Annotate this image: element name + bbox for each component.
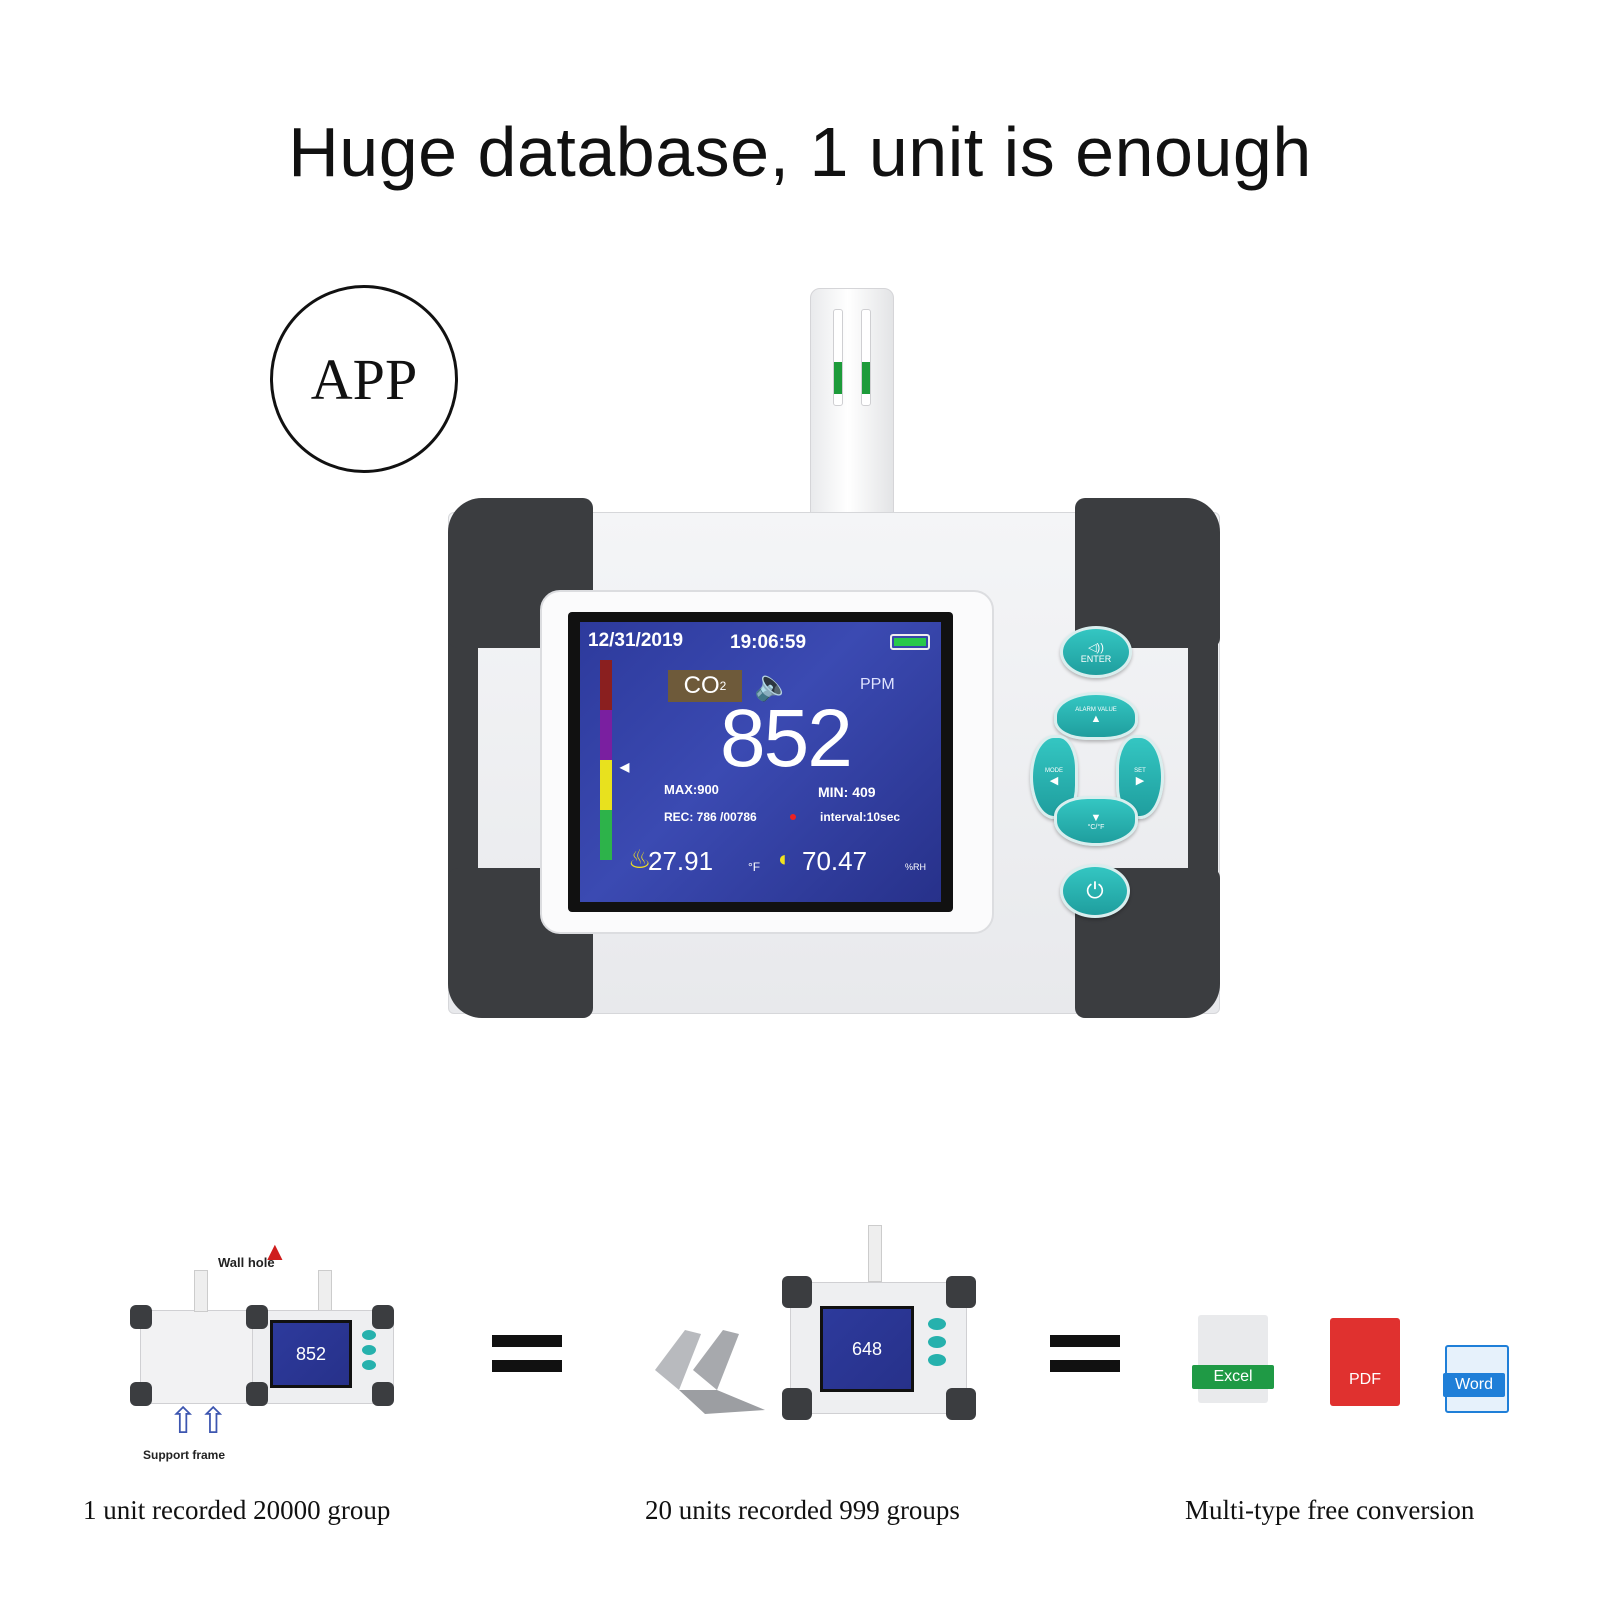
scale-segment [600,710,612,760]
support-arrows-icon: ⇧⇧ [168,1400,229,1441]
equals-icon [492,1360,562,1372]
mini-bumper [130,1305,152,1329]
level-scale [600,660,612,860]
lcd-max: MAX:900 [664,782,719,797]
scale-segment [600,760,612,810]
mini-bumper [246,1305,268,1329]
probe-vent [833,309,843,406]
bumper-corner [1075,498,1220,648]
mini-probe [868,1225,882,1282]
enter-button-label: ENTER [1080,653,1112,664]
battery-icon [890,634,930,650]
up-button-label: ALARM VALUE [1075,707,1117,713]
record-indicator-icon [790,814,796,820]
mini-button [362,1345,376,1355]
left-button-label: MODE [1045,767,1063,774]
flame-icon: ▲ [262,1236,288,1266]
mini-button [362,1360,376,1370]
mini-button [928,1354,946,1366]
power-button[interactable]: ⏻ [1060,864,1130,918]
equals-icon [1050,1360,1120,1372]
humidity-icon: ◐ [778,846,792,871]
wall-hole-label: Wall hole [218,1255,275,1270]
gas-name: CO [683,672,720,699]
mini-probe [194,1270,208,1312]
pdf-file-icon: PDF [1330,1318,1400,1406]
scale-segment [600,810,612,860]
lcd-time: 19:06:59 [730,632,807,653]
arrow-right-icon: ▶ [1135,774,1145,787]
headline: Huge database, 1 unit is enough [288,113,1312,191]
lcd-interval: interval:10sec [820,810,901,824]
desk-stand-icon [655,1330,765,1414]
sound-icon: ◁)) [1088,641,1104,654]
mini-button [928,1336,946,1348]
mini-bumper [782,1276,812,1308]
lcd-date: 12/31/2019 [588,630,684,651]
mini-probe [318,1270,332,1312]
mini-bumper [946,1276,976,1308]
down-button[interactable]: ▼ °C/°F [1054,796,1138,846]
lcd-unit: PPM [860,676,895,693]
down-button-label: °C/°F [1087,823,1105,831]
lcd-temperature: 27.91 [648,846,714,876]
caption-1: 1 unit recorded 20000 group [83,1495,391,1525]
lcd-record-count: REC: 786 /00786 [664,810,757,824]
equals-icon [1050,1335,1120,1347]
word-file-icon: Word [1443,1345,1509,1413]
mini-bumper [372,1305,394,1329]
enter-button[interactable]: ◁)) ENTER [1060,626,1132,678]
lcd-min: MIN: 409 [818,784,876,800]
caption-2: 20 units recorded 999 groups [645,1495,960,1525]
mini-button [362,1330,376,1340]
mini-bumper [246,1382,268,1406]
mini-bumper [130,1382,152,1406]
arrow-left-icon: ◀ [1049,774,1059,787]
mini-button [928,1318,946,1330]
wall-mount-back [140,1310,260,1404]
right-button-label: SET [1134,767,1146,774]
gas-subscript: 2 [719,679,727,693]
mini-screen-2: 648 [820,1306,914,1392]
excel-file-icon: Excel [1192,1315,1274,1403]
caption-3: Multi-type free conversion [1185,1495,1475,1525]
word-label: Word [1443,1373,1505,1397]
excel-label: Excel [1192,1365,1274,1389]
scale-pointer-icon: ◀ [620,760,630,774]
pdf-label: PDF [1330,1368,1400,1392]
lcd-temperature-unit: °F [748,860,761,874]
co2-reading: 852 [720,693,853,784]
mini-screen-1: 852 [270,1320,352,1388]
support-frame-label: Support frame [143,1448,226,1462]
scale-segment [600,660,612,710]
mini-bumper [782,1388,812,1420]
sensor-probe [810,288,894,530]
arrow-up-icon: ▲ [1090,713,1102,725]
thermometer-icon: ♨ [628,844,652,874]
probe-vent [861,309,871,406]
lcd-humidity-unit: %RH [905,862,927,872]
mini-bumper [372,1382,394,1406]
alarm-speaker-icon: 🔈 [754,669,792,702]
lcd-humidity: 70.47 [802,846,868,876]
arrow-down-icon: ▼ [1090,811,1102,824]
app-badge: APP [270,285,458,473]
mini-bumper [946,1388,976,1420]
up-button[interactable]: ALARM VALUE ▲ [1054,692,1138,740]
equals-icon [492,1335,562,1347]
power-icon: ⏻ [1086,878,1104,903]
